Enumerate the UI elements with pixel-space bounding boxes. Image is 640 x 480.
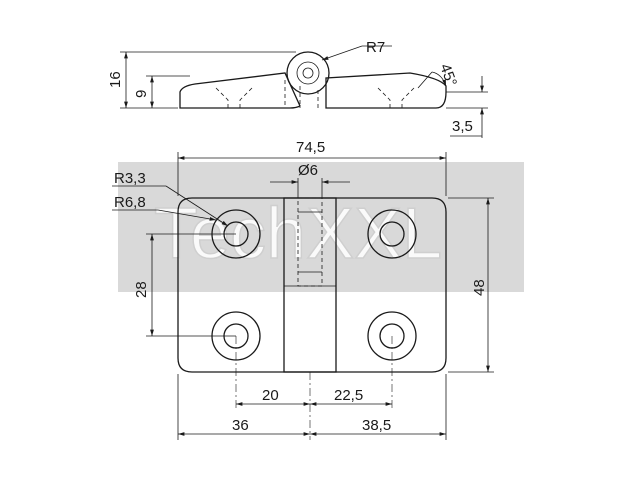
top-view: 74,5 Ø6 R3,3 R6,8 28 48 20 22,5: [112, 139, 494, 440]
side-view-hidden-left: [284, 80, 301, 108]
dim-countersink-radius: R6,8: [114, 194, 146, 211]
dim-pin-diameter: Ø6: [298, 162, 318, 179]
dim-knuckle-radius: R7: [366, 39, 385, 56]
watermark-box: [118, 162, 524, 292]
side-view-pin: [296, 61, 320, 85]
side-view-countersink-left: [215, 87, 253, 108]
side-view: 16 9 R7 45° 3,5: [107, 39, 488, 138]
dim-half-left: 36: [232, 417, 249, 434]
dim-hole-offset-left: 20: [262, 387, 279, 404]
hole-top-right: [367, 209, 417, 259]
dim-half-right: 38,5: [362, 417, 391, 434]
side-view-left-leaf: [179, 72, 301, 109]
watermark: TechXXL: [118, 162, 524, 292]
top-view-plate: [177, 197, 447, 373]
side-view-knuckle: [286, 51, 330, 95]
dim-plate-thickness: 3,5: [452, 118, 473, 135]
side-view-right-leaf: [325, 72, 447, 109]
dim-overall-width: 74,5: [296, 139, 325, 156]
side-view-countersink-right: [377, 87, 415, 108]
dim-height-total: 16: [107, 71, 124, 88]
dim-overall-height: 48: [471, 279, 488, 296]
dim-height-body: 9: [133, 90, 150, 98]
side-view-pin-inner: [302, 67, 314, 79]
dim-hole-offset-right: 22,5: [334, 387, 363, 404]
dim-chamfer-angle: 45°: [436, 62, 460, 89]
dim-hole-spacing-vertical: 28: [133, 281, 150, 298]
dim-hole-radius: R3,3: [114, 170, 146, 187]
